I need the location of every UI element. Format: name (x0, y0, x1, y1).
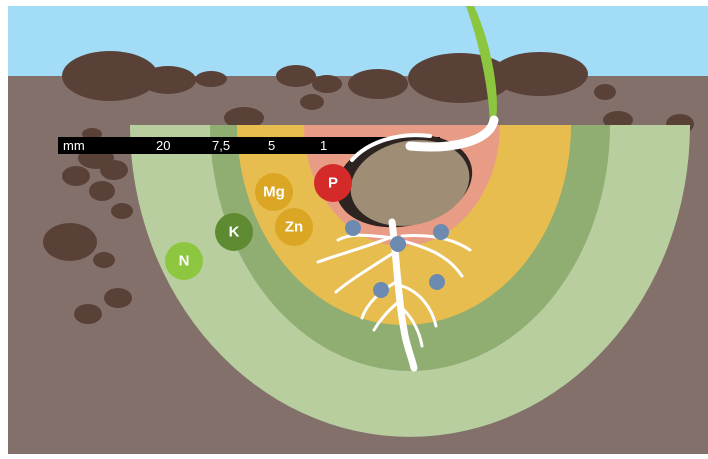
nutrient-zn-label: Zn (285, 219, 303, 236)
scale-tick-label: 20 (156, 138, 170, 153)
root-nodule (345, 220, 361, 236)
stone (93, 252, 115, 268)
root-nodule (390, 236, 406, 252)
stone (140, 66, 196, 94)
root-nodule (373, 282, 389, 298)
stone (62, 166, 90, 186)
stone (492, 52, 588, 96)
nutrient-n-label: N (179, 253, 190, 270)
root-nodule (433, 224, 449, 240)
stone (348, 69, 408, 99)
nutrient-p-label: P (328, 175, 338, 192)
stone (104, 288, 132, 308)
stone (89, 181, 115, 201)
nutrient-mg: Mg (255, 173, 293, 211)
stone (195, 71, 227, 87)
stone (594, 84, 616, 100)
nutrient-k-label: K (229, 224, 240, 241)
nutrient-p: P (314, 164, 352, 202)
scale-tick-label: 1 (320, 138, 327, 153)
stone (276, 65, 316, 87)
nutrient-zn: Zn (275, 208, 313, 246)
nutrient-k: K (215, 213, 253, 251)
stone (100, 160, 128, 180)
stone (74, 304, 102, 324)
stone (111, 203, 133, 219)
stone (300, 94, 324, 110)
nutrient-mg-label: Mg (263, 184, 285, 201)
stone (312, 75, 342, 93)
nutrient-n: N (165, 242, 203, 280)
scale-tick-label: 5 (268, 138, 275, 153)
scale-tick-label: 7,5 (212, 138, 230, 153)
root-nodule (429, 274, 445, 290)
stone (43, 223, 97, 261)
scale-unit: mm (63, 138, 85, 153)
